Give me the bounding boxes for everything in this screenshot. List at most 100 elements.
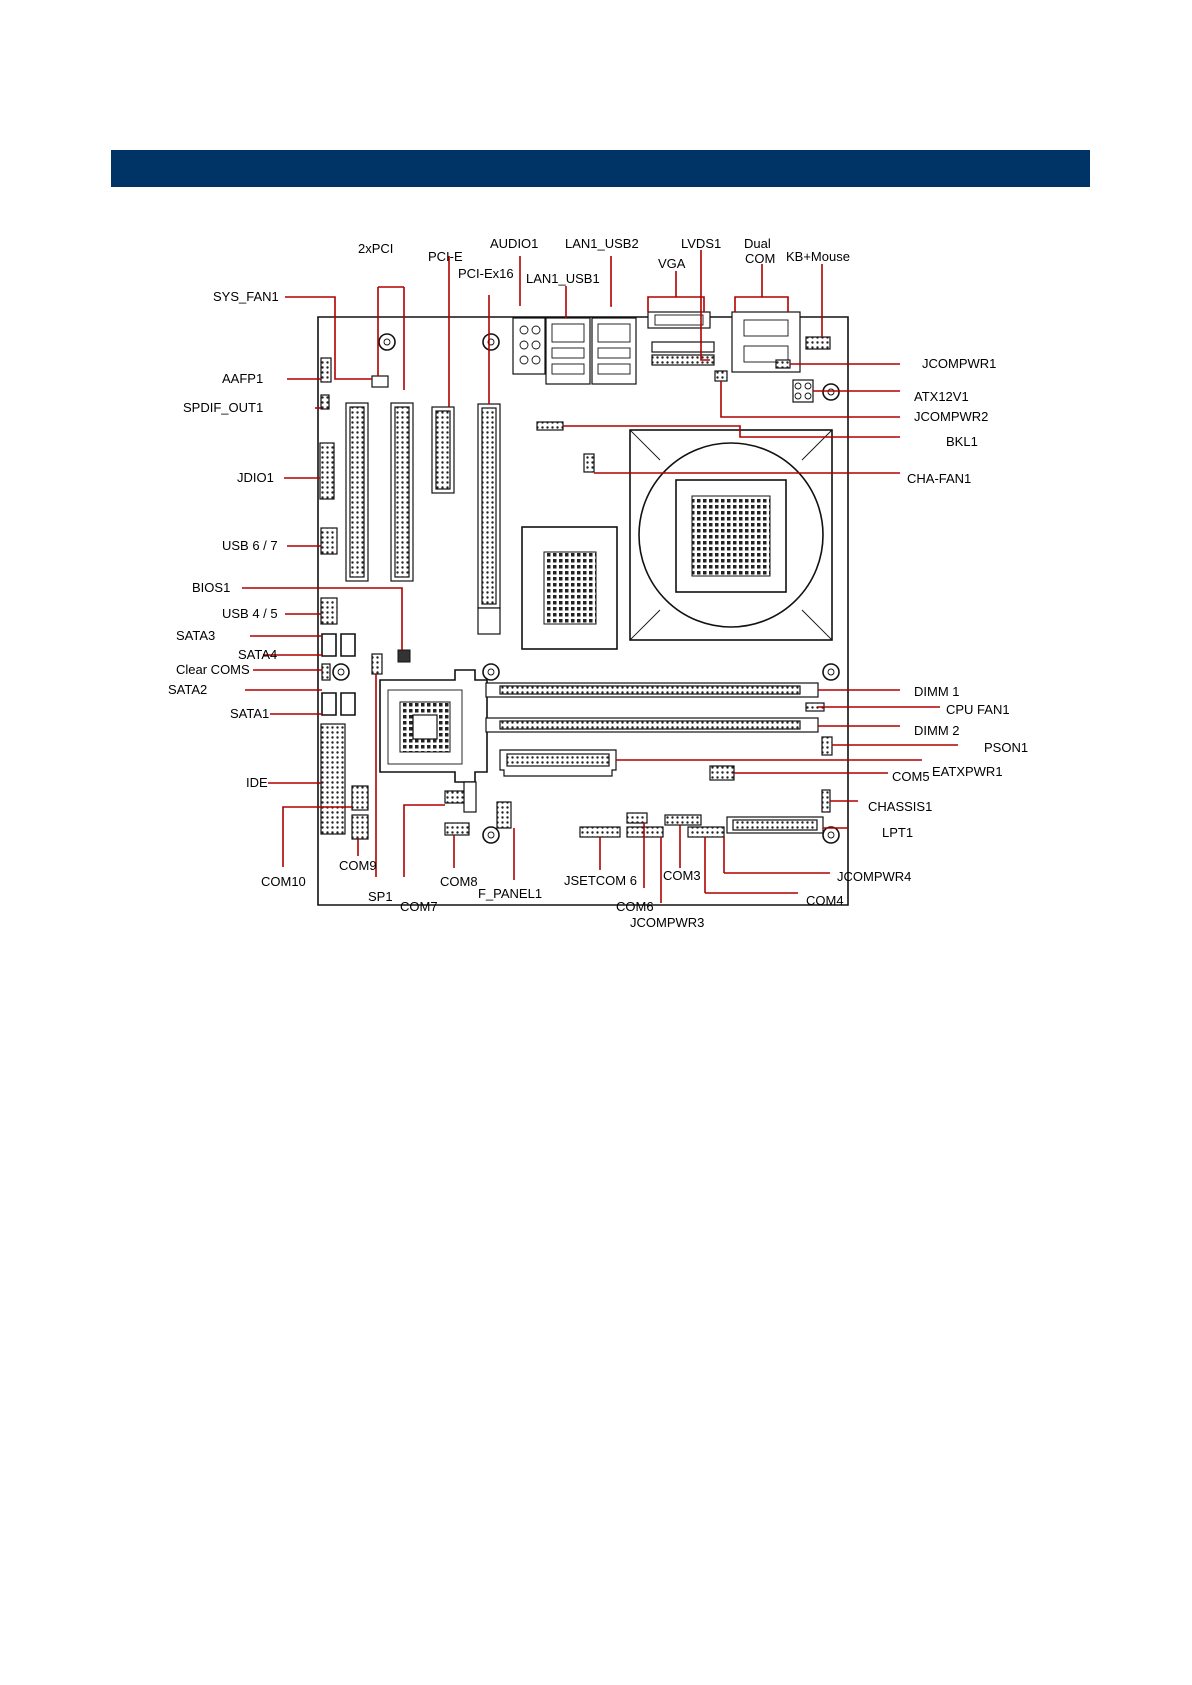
com7-8-headers bbox=[444, 781, 477, 836]
label-clear-coms: Clear COMS bbox=[176, 662, 250, 677]
label-jsetcom6: JSETCOM 6 bbox=[564, 873, 637, 888]
sata1-2-connectors bbox=[321, 692, 356, 716]
label-lan1-usb1: LAN1_USB1 bbox=[526, 271, 600, 286]
jdio1-header bbox=[319, 442, 335, 500]
label-com6: COM6 bbox=[616, 899, 654, 914]
eatx-power-connector bbox=[499, 749, 617, 777]
bottom-labels: JSETCOM 6 COM6 JCOMPWR3 COM3 COM4 JCOMPW… bbox=[564, 868, 911, 930]
mch-area bbox=[521, 526, 618, 650]
lpt1-connector bbox=[726, 816, 824, 834]
label-vga: VGA bbox=[658, 256, 686, 271]
label-com3: COM3 bbox=[663, 868, 701, 883]
label-dual: Dual bbox=[744, 236, 771, 251]
label-lvds1: LVDS1 bbox=[681, 236, 721, 251]
usb67-header bbox=[320, 527, 338, 555]
pson1-header bbox=[821, 736, 833, 756]
label-ide: IDE bbox=[246, 775, 268, 790]
label-com7: COM7 bbox=[400, 899, 438, 914]
label-lpt1: LPT1 bbox=[882, 825, 913, 840]
label-bios1: BIOS1 bbox=[192, 580, 230, 595]
label-com8: COM8 bbox=[440, 874, 478, 889]
lan1-usb2-port bbox=[591, 317, 637, 385]
dimm1-slot bbox=[485, 682, 819, 698]
cpu-socket bbox=[629, 429, 833, 641]
aafp1-header bbox=[320, 357, 332, 383]
pci-slot-1 bbox=[345, 402, 369, 582]
bios-chip bbox=[397, 649, 411, 663]
lan1-usb1-port bbox=[545, 317, 591, 385]
label-dimm2: DIMM 2 bbox=[914, 723, 960, 738]
chassis1-header bbox=[821, 789, 831, 813]
ide-connector bbox=[320, 723, 346, 835]
pci-ex16-slot bbox=[477, 403, 501, 635]
right-labels: JCOMPWR1 ATX12V1 JCOMPWR2 BKL1 CHA-FAN1 … bbox=[868, 356, 1028, 840]
header-bar bbox=[111, 150, 1090, 187]
kb-mouse-header bbox=[805, 336, 831, 350]
label-spdif-out1: SPDIF_OUT1 bbox=[183, 400, 263, 415]
label-usb67: USB 6 / 7 bbox=[222, 538, 278, 553]
label-com: COM bbox=[745, 251, 775, 266]
com5-header bbox=[709, 765, 735, 781]
label-jcompwr3: JCOMPWR3 bbox=[630, 915, 704, 930]
com9-10-headers bbox=[351, 785, 369, 840]
com6-jcompwr3-headers bbox=[626, 812, 664, 838]
label-sp1: SP1 bbox=[368, 889, 393, 904]
sp1-jumper bbox=[371, 653, 383, 675]
com3-com4-headers bbox=[664, 814, 725, 838]
label-jcompwr4: JCOMPWR4 bbox=[837, 869, 911, 884]
cha-fan1-header bbox=[583, 453, 595, 473]
label-sata1: SATA1 bbox=[230, 706, 269, 721]
label-sata4: SATA4 bbox=[238, 647, 277, 662]
label-pson1: PSON1 bbox=[984, 740, 1028, 755]
jcompwr2-jumper bbox=[714, 370, 728, 382]
jsetcom6-header bbox=[579, 826, 621, 838]
label-jcompwr2: JCOMPWR2 bbox=[914, 409, 988, 424]
label-pci-ex16: PCI-Ex16 bbox=[458, 266, 514, 281]
lvds-connector bbox=[651, 341, 715, 366]
label-kb-mouse: KB+Mouse bbox=[786, 249, 850, 264]
label-usb45: USB 4 / 5 bbox=[222, 606, 278, 621]
label-pci-e: PCI-E bbox=[428, 249, 463, 264]
label-bkl1: BKL1 bbox=[946, 434, 978, 449]
pci-e-slot bbox=[431, 406, 455, 494]
bkl1-header bbox=[536, 421, 564, 431]
usb45-header bbox=[320, 597, 338, 625]
label-f-panel1: F_PANEL1 bbox=[478, 886, 542, 901]
label-eatxpwr1: EATXPWR1 bbox=[932, 764, 1003, 779]
label-sys-fan1: SYS_FAN1 bbox=[213, 289, 279, 304]
clear-cmos-jumper bbox=[321, 663, 331, 681]
label-com4: COM4 bbox=[806, 893, 844, 908]
leader-lines bbox=[242, 250, 958, 903]
label-2xpci: 2xPCI bbox=[358, 241, 393, 256]
label-com9: COM9 bbox=[339, 858, 377, 873]
label-lan1-usb2: LAN1_USB2 bbox=[565, 236, 639, 251]
label-jcompwr1: JCOMPWR1 bbox=[922, 356, 996, 371]
top-labels: 2xPCI PCI-E PCI-Ex16 AUDIO1 LAN1_USB2 LA… bbox=[358, 236, 850, 286]
label-sata3: SATA3 bbox=[176, 628, 215, 643]
atx12v-connector bbox=[792, 379, 814, 403]
label-sata2: SATA2 bbox=[168, 682, 207, 697]
label-aafp1: AAFP1 bbox=[222, 371, 263, 386]
dimm2-slot bbox=[485, 717, 819, 733]
label-chassis1: CHASSIS1 bbox=[868, 799, 932, 814]
left-labels: SYS_FAN1 AAFP1 SPDIF_OUT1 JDIO1 USB 6 / … bbox=[168, 289, 542, 914]
label-dimm1: DIMM 1 bbox=[914, 684, 960, 699]
pci-slot-2 bbox=[390, 402, 414, 582]
vga-port bbox=[647, 311, 711, 329]
f-panel-header bbox=[496, 801, 512, 829]
jcompwr1-jumper bbox=[775, 359, 791, 369]
label-atx12v1: ATX12V1 bbox=[914, 389, 969, 404]
label-com5: COM5 bbox=[892, 769, 930, 784]
spdif-header bbox=[320, 394, 330, 410]
label-cpu-fan1: CPU FAN1 bbox=[946, 702, 1010, 717]
label-audio1: AUDIO1 bbox=[490, 236, 538, 251]
audio-jack-stack bbox=[512, 317, 546, 375]
sata3-4-connectors bbox=[321, 633, 356, 657]
mounting-holes bbox=[332, 333, 840, 844]
label-cha-fan1: CHA-FAN1 bbox=[907, 471, 971, 486]
sys-fan-header bbox=[371, 375, 389, 388]
label-jdio1: JDIO1 bbox=[237, 470, 274, 485]
label-com10: COM10 bbox=[261, 874, 306, 889]
chipset bbox=[379, 669, 488, 783]
